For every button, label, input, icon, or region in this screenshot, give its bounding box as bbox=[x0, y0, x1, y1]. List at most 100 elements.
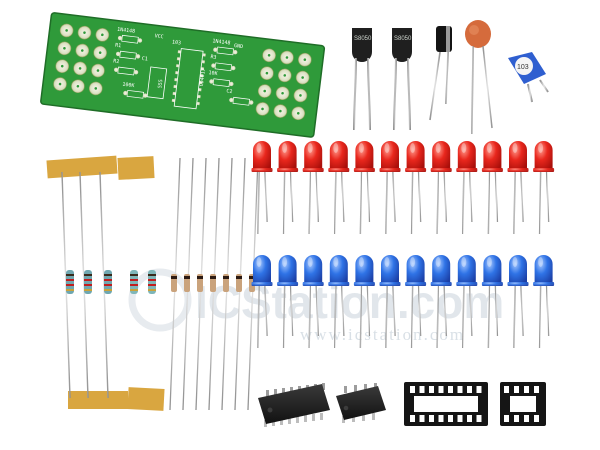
ic-pin bbox=[320, 413, 323, 420]
socket-hole bbox=[457, 386, 463, 393]
blue-led bbox=[302, 255, 324, 349]
svg-text:S8050: S8050 bbox=[354, 36, 372, 42]
ic-pin bbox=[312, 414, 315, 421]
pcb-silk-label: C2 bbox=[226, 88, 233, 95]
pcb-silk-label: 1N4148 bbox=[212, 38, 231, 46]
pcb-silk-label: GND bbox=[234, 43, 244, 50]
socket-hole bbox=[504, 386, 509, 393]
red-led bbox=[533, 141, 555, 235]
dip8-ic bbox=[336, 383, 386, 423]
svg-text:103: 103 bbox=[517, 64, 529, 71]
pcb-ic-label: CD4017 bbox=[199, 68, 207, 87]
watermark: ICStation.com www.icstation.com bbox=[128, 268, 504, 344]
ic-pin bbox=[304, 415, 307, 422]
socket-hole bbox=[467, 415, 472, 422]
electrolytic-capacitor bbox=[429, 26, 452, 121]
socket-hole bbox=[534, 415, 539, 422]
pcb-silk-label: 103 bbox=[172, 39, 182, 46]
blue-led-row bbox=[251, 255, 555, 349]
socket-hole bbox=[419, 415, 425, 422]
socket-hole bbox=[410, 386, 415, 393]
red-led bbox=[481, 141, 503, 235]
blue-led bbox=[379, 255, 401, 349]
socket-hole bbox=[410, 415, 415, 422]
watermark-brand: ICStation.com bbox=[195, 276, 504, 328]
red-led bbox=[251, 141, 273, 235]
npn-transistor: S8050 bbox=[392, 28, 412, 132]
socket-hole bbox=[504, 415, 509, 422]
svg-text:S8050: S8050 bbox=[394, 36, 412, 42]
socket-hole bbox=[467, 386, 472, 393]
red-led bbox=[277, 141, 299, 235]
red-led bbox=[507, 141, 529, 235]
blue-led bbox=[481, 255, 503, 349]
red-led bbox=[456, 141, 478, 235]
ic-pin bbox=[354, 385, 357, 392]
diode-group bbox=[169, 157, 259, 411]
dip16-ic bbox=[258, 383, 330, 427]
red-led bbox=[302, 141, 324, 235]
blue-led bbox=[328, 255, 350, 349]
ceramic-capacitor bbox=[465, 20, 493, 135]
pcb-silk-label: R1 bbox=[115, 43, 122, 50]
socket-hole bbox=[524, 386, 529, 393]
socket-hole bbox=[524, 415, 529, 422]
red-led bbox=[353, 141, 375, 235]
socket-hole bbox=[419, 386, 425, 393]
pcb-silk-label: R3 bbox=[210, 54, 217, 61]
pcb-silk-label: 10K bbox=[208, 70, 218, 77]
ic-pin bbox=[274, 389, 277, 396]
ic-pin bbox=[322, 383, 325, 390]
ic-pin bbox=[372, 413, 375, 420]
socket-hole bbox=[514, 415, 519, 422]
ic-pin bbox=[280, 418, 283, 425]
blue-led bbox=[533, 255, 555, 349]
socket-hole bbox=[457, 415, 463, 422]
trimmer-potentiometer: 103 bbox=[508, 52, 549, 103]
red-led-row bbox=[251, 141, 555, 235]
ic-pin bbox=[266, 390, 269, 397]
ic-pin bbox=[282, 388, 285, 395]
resistor-tape bbox=[46, 155, 165, 411]
dip16-socket bbox=[404, 382, 488, 426]
red-led bbox=[328, 141, 350, 235]
socket-hole bbox=[476, 386, 482, 393]
pcb-silk-label: 100K bbox=[122, 82, 135, 89]
socket-hole bbox=[429, 415, 434, 422]
socket-hole bbox=[448, 386, 453, 393]
red-led bbox=[379, 141, 401, 235]
pcb-silk-label: C1 bbox=[141, 56, 148, 63]
dip8-socket bbox=[500, 382, 546, 426]
red-led bbox=[430, 141, 452, 235]
pcb-silk-label: 1N4148 bbox=[117, 27, 136, 35]
blue-led bbox=[507, 255, 529, 349]
socket-hole bbox=[438, 415, 444, 422]
watermark-url: www.icstation.com bbox=[300, 325, 465, 344]
pcb-silk-label: R2 bbox=[113, 58, 120, 65]
ic-pin bbox=[296, 416, 299, 423]
blue-led bbox=[251, 255, 273, 349]
blue-led bbox=[353, 255, 375, 349]
ic-pin bbox=[288, 417, 291, 424]
ic-pin bbox=[364, 384, 367, 391]
red-led bbox=[405, 141, 427, 235]
socket-hole bbox=[448, 415, 453, 422]
ic-pin bbox=[290, 387, 293, 394]
pcb-silk-label: VCC bbox=[154, 33, 164, 40]
pcb-timer-label: 555 bbox=[157, 79, 164, 89]
socket-hole bbox=[476, 415, 482, 422]
socket-hole bbox=[429, 386, 434, 393]
ic-pin bbox=[352, 415, 355, 422]
blue-led bbox=[456, 255, 478, 349]
pcb-solder-pads bbox=[53, 23, 312, 121]
blue-led bbox=[277, 255, 299, 349]
blue-led bbox=[430, 255, 452, 349]
ic-pin bbox=[374, 383, 377, 390]
ic-pin bbox=[264, 420, 267, 427]
npn-transistor: S8050 bbox=[352, 28, 372, 132]
ic-pin bbox=[272, 419, 275, 426]
ic-pin bbox=[362, 414, 365, 421]
